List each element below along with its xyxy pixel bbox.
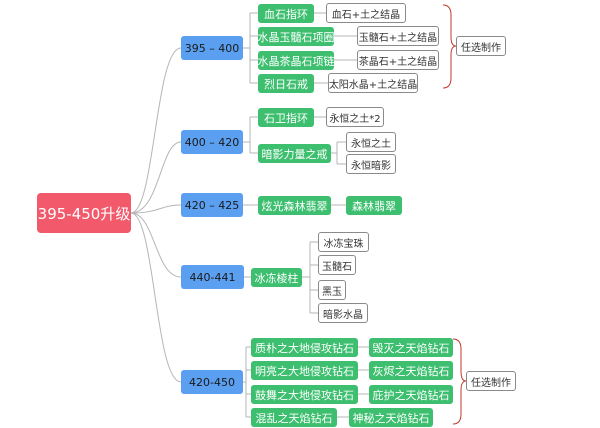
item-mingliang-diamond[interactable]: 明亮之大地侵攻钻石	[251, 361, 358, 380]
range-node-420-450[interactable]: 420-450	[181, 370, 243, 394]
item-shuijing-chajing-necklace[interactable]: 水晶茶晶石项链	[258, 51, 335, 70]
item-huijin-diamond[interactable]: 灰烬之天焰钻石	[369, 361, 453, 380]
root-node[interactable]: 395-450升级	[37, 193, 131, 233]
material-heiyu[interactable]: 黑玉	[318, 280, 346, 300]
bracket-bottom	[452, 338, 467, 425]
note-choose-craft-bottom: 任选制作	[466, 371, 516, 391]
material-yongheng-earth-x2[interactable]: 永恒之土*2	[326, 107, 384, 127]
item-shuijing-yusui-necklace[interactable]: 水晶玉髓石项圈	[258, 27, 335, 46]
item-senlin-emerald[interactable]: 森林翡翠	[346, 196, 402, 215]
range-node-400-420[interactable]: 400 – 420	[181, 130, 243, 154]
item-bihu-diamond[interactable]: 庇护之天焰钻石	[369, 385, 453, 404]
range-node-440-441[interactable]: 440-441	[181, 265, 244, 289]
material-bingdong-pearl[interactable]: 冰冻宝珠	[318, 232, 369, 252]
material-yusui-stone[interactable]: 玉髓石	[318, 255, 356, 275]
item-hunluan-diamond[interactable]: 混乱之天焰钻石	[251, 408, 337, 427]
material-yongheng-earth[interactable]: 永恒之土	[346, 132, 396, 152]
item-shenmi-diamond[interactable]: 神秘之天焰钻石	[349, 408, 433, 427]
item-yanguang-emerald[interactable]: 炫光森林翡翠	[258, 196, 331, 215]
bracket-top	[442, 4, 457, 89]
material-anying-crystal[interactable]: 暗影水晶	[318, 303, 368, 323]
item-guwu-diamond[interactable]: 鼓舞之大地侵攻钻石	[251, 385, 358, 404]
material-yusui[interactable]: 玉髓石+土之结晶	[357, 26, 439, 46]
item-bingdong-prism[interactable]: 冰冻棱柱	[251, 268, 302, 287]
range-node-395-400[interactable]: 395 – 400	[181, 36, 243, 60]
item-xueshi-ring[interactable]: 血石指环	[258, 4, 314, 23]
item-lieri-ring[interactable]: 烈日石戒	[258, 74, 314, 93]
item-huimie-diamond[interactable]: 毁灭之天焰钻石	[369, 338, 453, 357]
material-taiyang[interactable]: 太阳水晶+土之结晶	[328, 73, 418, 93]
range-node-420-425[interactable]: 420 – 425	[181, 193, 243, 217]
item-shiwei-ring[interactable]: 石卫指环	[258, 108, 314, 127]
item-zhipu-diamond[interactable]: 质朴之大地侵攻钻石	[251, 338, 358, 357]
item-anying-ring[interactable]: 暗影力量之戒	[258, 144, 331, 163]
material-chajing[interactable]: 茶晶石+土之结晶	[357, 50, 439, 70]
note-choose-craft-top: 任选制作	[456, 36, 506, 56]
material-xueshi[interactable]: 血石+土之结晶	[326, 3, 406, 23]
material-yongheng-shadow[interactable]: 永恒暗影	[346, 154, 396, 174]
